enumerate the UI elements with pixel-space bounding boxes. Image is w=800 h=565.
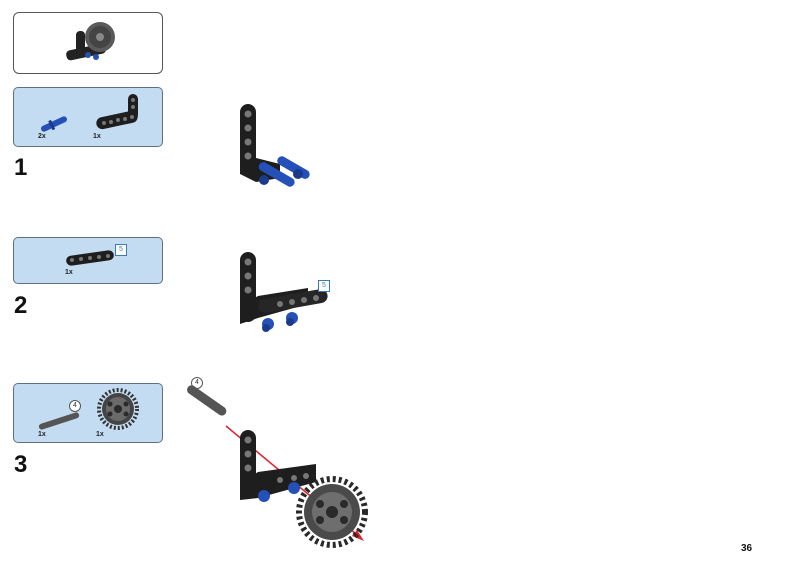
step-1-part-1-qty: 2x <box>38 133 46 140</box>
step-3-assembly-illustration <box>187 385 368 548</box>
gear-icon <box>97 388 139 430</box>
angled-beam-icon <box>96 94 138 130</box>
page-number: 36 <box>741 543 753 554</box>
straight-beam-icon <box>66 250 114 266</box>
step-2-parts-box: 5 1x <box>13 237 163 284</box>
blue-pin-icon <box>41 116 67 132</box>
step-3-callout-length: 4 <box>191 377 203 389</box>
step-1-part-2-qty: 1x <box>93 133 101 140</box>
axle-icon <box>38 412 80 430</box>
step-1-parts-box: 2x 1x <box>13 87 163 147</box>
subassembly-preview-icon <box>66 22 115 61</box>
step-2-part-length: 5 <box>115 244 127 256</box>
step-3-part-length: 4 <box>69 400 81 412</box>
step-1-number: 1 <box>14 154 28 181</box>
step-3-number: 3 <box>14 451 28 478</box>
step-3-parts-box: 4 1x 1x <box>13 383 163 443</box>
step-3-part-1-qty: 1x <box>38 431 46 438</box>
step-2-part-1-qty: 1x <box>65 269 73 276</box>
step-2-callout-length: 5 <box>318 280 330 292</box>
step-2-assembly-illustration <box>240 252 328 332</box>
step-3-part-2-qty: 1x <box>96 431 104 438</box>
step-1-assembly-illustration <box>240 104 310 187</box>
subassembly-preview <box>13 12 163 74</box>
step-2-number: 2 <box>14 292 28 319</box>
